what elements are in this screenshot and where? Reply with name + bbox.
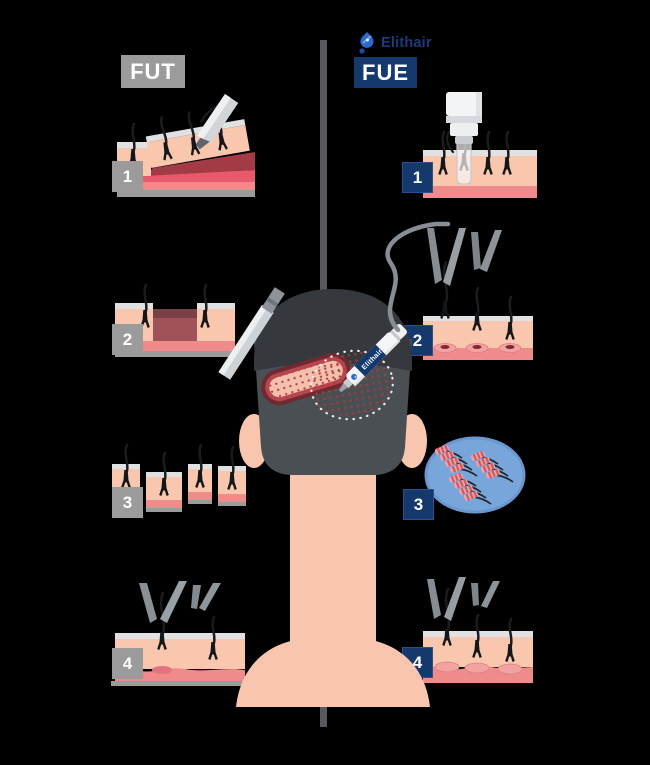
fut-step4-implantation-illustration	[111, 581, 251, 686]
forceps-icon	[427, 228, 502, 286]
fut-method-label: FUT	[121, 55, 185, 88]
forceps-icon	[427, 577, 500, 621]
fue-step3-number-badge: 3	[403, 489, 434, 520]
elithair-logo-text: Elithair	[381, 35, 432, 51]
graft-segment	[188, 443, 212, 500]
fue-step3-petri-dish-illustration	[424, 436, 526, 514]
shoulders	[236, 639, 430, 707]
graft-segment	[146, 451, 182, 508]
fut-step2-number-badge: 2	[112, 324, 143, 355]
pen-cable	[385, 221, 451, 333]
elithair-pen-device: Elithair	[338, 324, 407, 393]
scalpel-icon	[218, 287, 285, 380]
fue-step1-number-badge: 1	[402, 162, 433, 193]
elithair-logo-icon	[359, 31, 374, 54]
scalpel-icon	[195, 94, 239, 150]
neck	[290, 463, 376, 643]
fue-step2-forceps-extraction-illustration	[423, 228, 533, 360]
fue-method-label: FUE	[354, 57, 417, 88]
fut-step3-graft-dissection-illustration	[112, 443, 246, 512]
back-of-head-illustration: Elithair	[218, 287, 430, 707]
fut-step1-number-badge: 1	[112, 161, 143, 192]
fut-step1-strip-excision-illustration	[117, 94, 255, 197]
fue-step1-punch-extraction-illustration	[423, 92, 537, 198]
graft-segment	[218, 445, 246, 502]
fue-step4-implantation-illustration	[423, 577, 533, 683]
fut-step4-number-badge: 4	[112, 648, 143, 679]
fut-step3-number-badge: 3	[112, 487, 143, 518]
forceps-icon	[139, 581, 221, 623]
extraction-sites	[433, 343, 522, 353]
elithair-brand: Elithair	[356, 30, 432, 56]
punch-tool-icon	[446, 92, 482, 185]
